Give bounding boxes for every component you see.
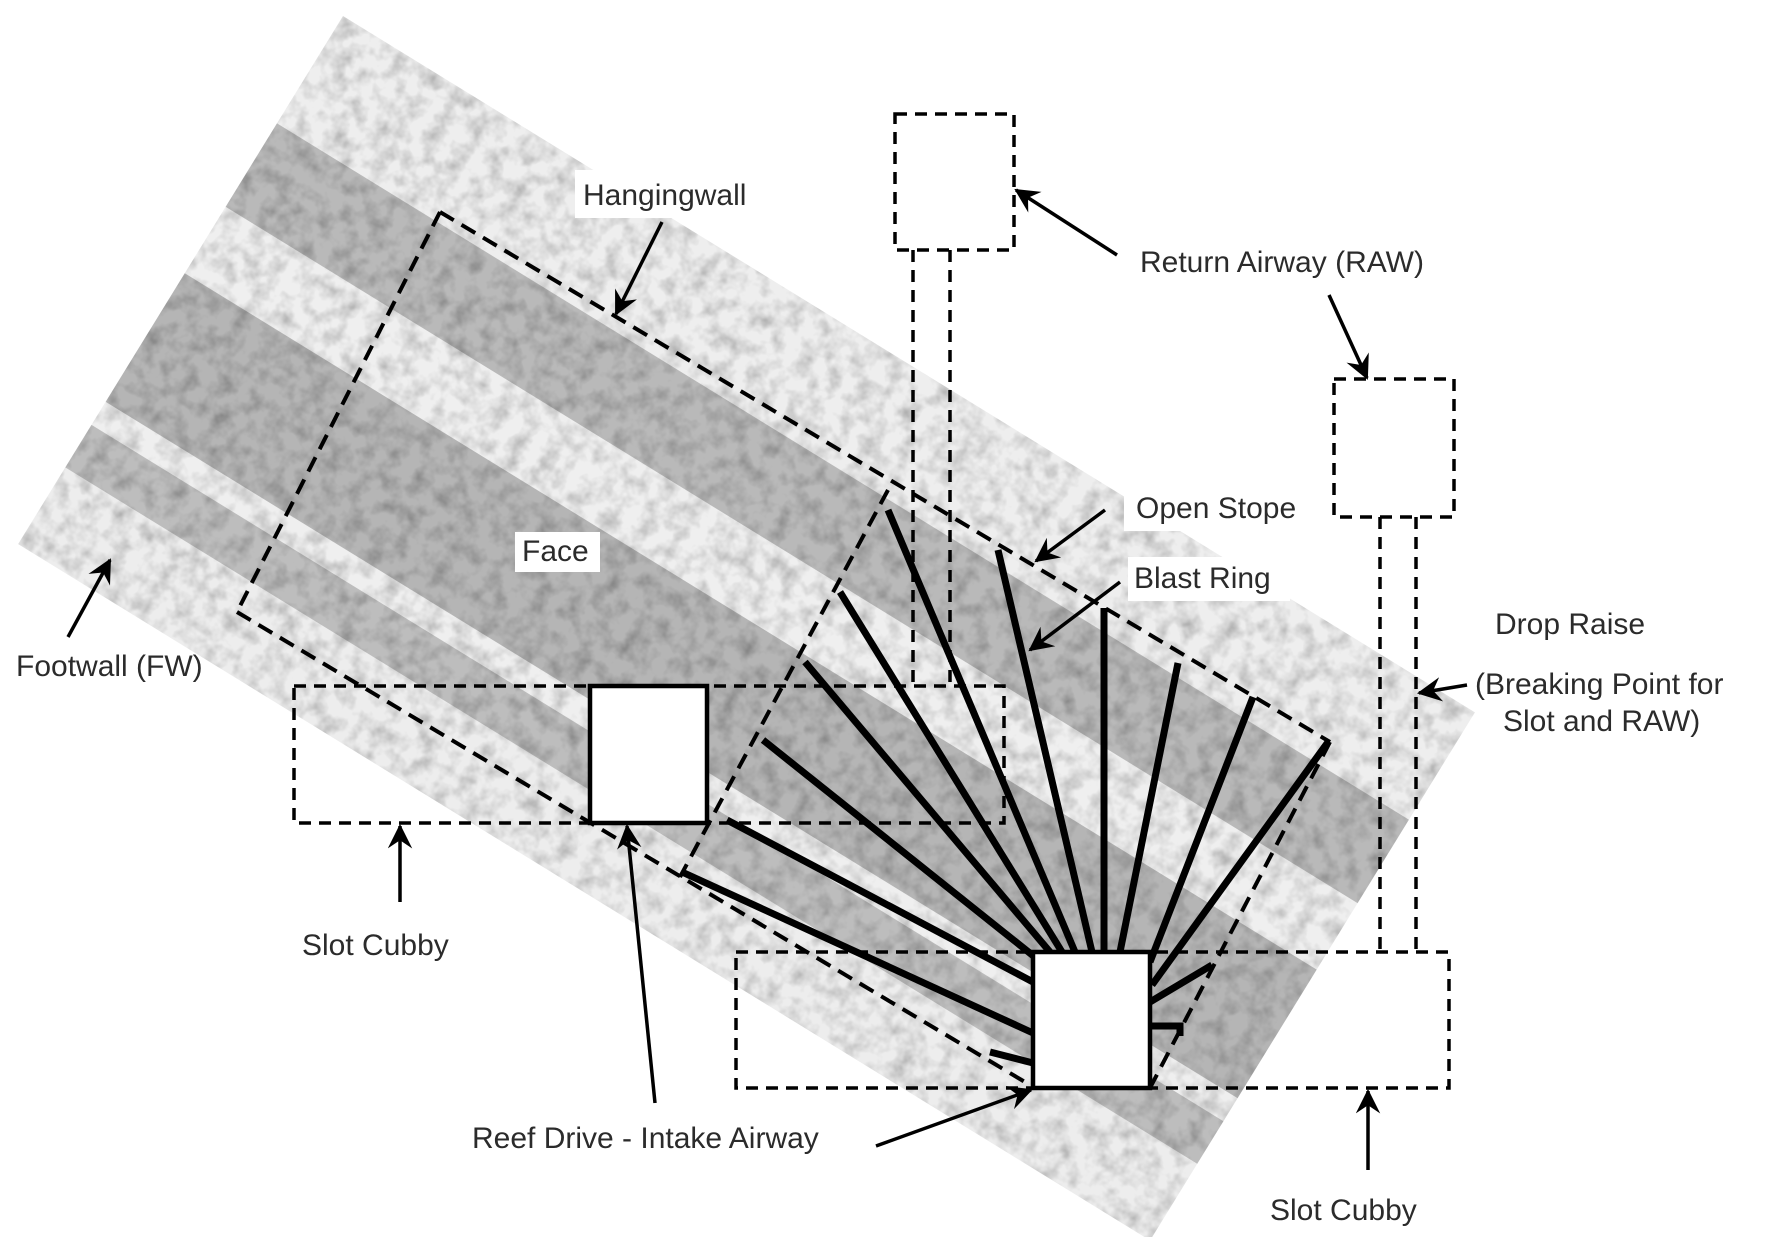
blast-hole xyxy=(989,1048,1034,1067)
label-bg xyxy=(575,170,771,218)
label-bg xyxy=(1128,557,1290,601)
blast-hole xyxy=(1150,1022,1184,1036)
arrow-return-airway-lower xyxy=(1327,294,1369,380)
blast-hole xyxy=(1149,739,1331,988)
arrow-return-airway-upper xyxy=(1014,188,1118,257)
blast-hole xyxy=(802,659,1053,955)
reef-drive-box xyxy=(1030,949,1153,1091)
blast-hole xyxy=(1148,961,1214,1006)
label-hangingwall: Hangingwall xyxy=(583,179,746,212)
hangingwall-contact-dashed xyxy=(438,210,1332,744)
blast-hole xyxy=(1146,695,1257,964)
drop-raise-box xyxy=(1332,377,1456,519)
slot-raise-box xyxy=(587,683,710,826)
arrow-drop-raise xyxy=(1416,677,1468,702)
stratum-dark-1 xyxy=(225,123,1409,904)
label-bg xyxy=(515,532,600,572)
arrow-blast-ring xyxy=(1028,580,1122,652)
label-slot-cubby-right: Slot Cubby xyxy=(1270,1194,1417,1227)
label-drop-raise: Drop Raise xyxy=(1495,608,1645,641)
label-open-stope: Open Stope xyxy=(1136,492,1296,525)
blast-hole xyxy=(884,508,1079,954)
arrow-hangingwall xyxy=(614,221,664,316)
blast-hole xyxy=(760,737,1039,961)
label-reef-drive: Reef Drive - Intake Airway xyxy=(472,1122,819,1155)
label-face: Face xyxy=(522,535,589,568)
label-drop-raise-note-1: (Breaking Point for xyxy=(1475,668,1723,701)
label-slot-cubby-left: Slot Cubby xyxy=(302,929,449,962)
blast-hole xyxy=(725,816,1035,986)
blast-hole xyxy=(837,590,1065,954)
label-blast-ring: Blast Ring xyxy=(1134,562,1271,595)
label-drop-raise-note-2: Slot and RAW) xyxy=(1503,705,1700,738)
arrow-footwall xyxy=(66,558,112,638)
return-airway-box-upper xyxy=(893,112,1016,252)
blast-hole xyxy=(680,868,1035,1037)
stratum-light-2 xyxy=(184,206,1358,970)
stratum-dark-2-reef xyxy=(105,273,1317,1099)
label-return-airway: Return Airway (RAW) xyxy=(1140,246,1424,279)
arrow-reef-drive-to-slot-raise xyxy=(617,823,657,1104)
blast-hole xyxy=(1116,662,1182,953)
blast-hole xyxy=(994,549,1096,953)
stratum-footwall xyxy=(18,467,1198,1237)
blast-ring xyxy=(680,508,1331,1067)
arrow-open-stope xyxy=(1034,508,1107,563)
label-bg xyxy=(1124,487,1320,531)
arrow-reef-drive-to-drive xyxy=(875,1086,1033,1148)
label-footwall: Footwall (FW) xyxy=(16,650,203,683)
